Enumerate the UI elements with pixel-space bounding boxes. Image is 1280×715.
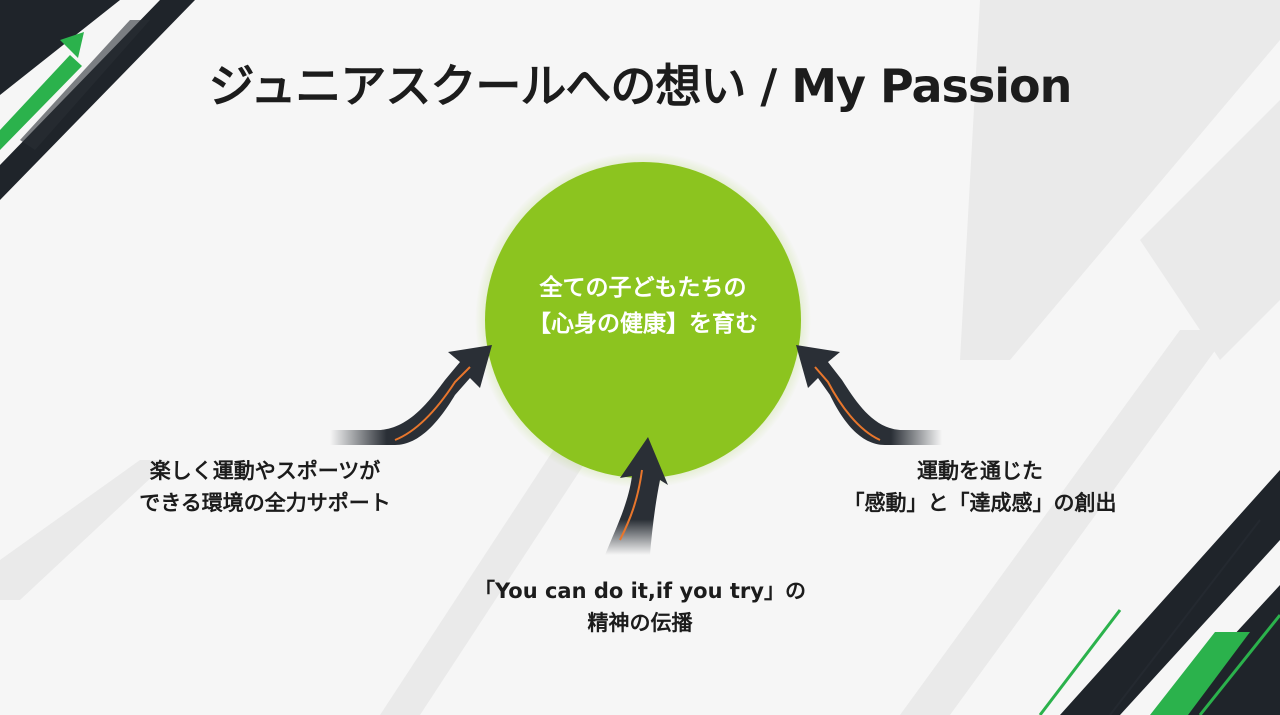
corner-decoration-top-left	[0, 0, 195, 200]
label-right: 運動を通じた 「感動」と「達成感」の創出	[800, 455, 1160, 519]
label-bottom-line-1: 「You can do it,if you try」の	[474, 579, 806, 603]
center-message-line-1: 全ての子どもたちの	[539, 275, 747, 301]
label-right-line-2: 「感動」と「達成感」の創出	[843, 491, 1117, 515]
label-left-line-1: 楽しく運動やスポーツが	[149, 459, 381, 483]
center-message: 全ての子どもたちの 【心身の健康】を育む	[478, 270, 808, 342]
label-left: 楽しく運動やスポーツが できる環境の全力サポート	[95, 455, 435, 519]
arrow-bottom-icon	[605, 437, 668, 555]
label-left-line-2: できる環境の全力サポート	[139, 491, 391, 515]
label-right-line-1: 運動を通じた	[917, 459, 1043, 483]
center-circle	[485, 162, 801, 478]
label-bottom-line-2: 精神の伝播	[587, 611, 693, 635]
green-arrow-head-icon	[60, 32, 84, 58]
center-message-line-2: 【心身の健康】を育む	[528, 311, 758, 337]
arrow-left-icon	[330, 345, 492, 445]
label-bottom: 「You can do it,if you try」の 精神の伝播	[440, 575, 840, 639]
arrow-right-icon	[796, 345, 942, 445]
corner-decoration-bottom-right	[1038, 470, 1280, 715]
page-title: ジュニアスクールへの想い / My Passion	[208, 59, 1073, 113]
